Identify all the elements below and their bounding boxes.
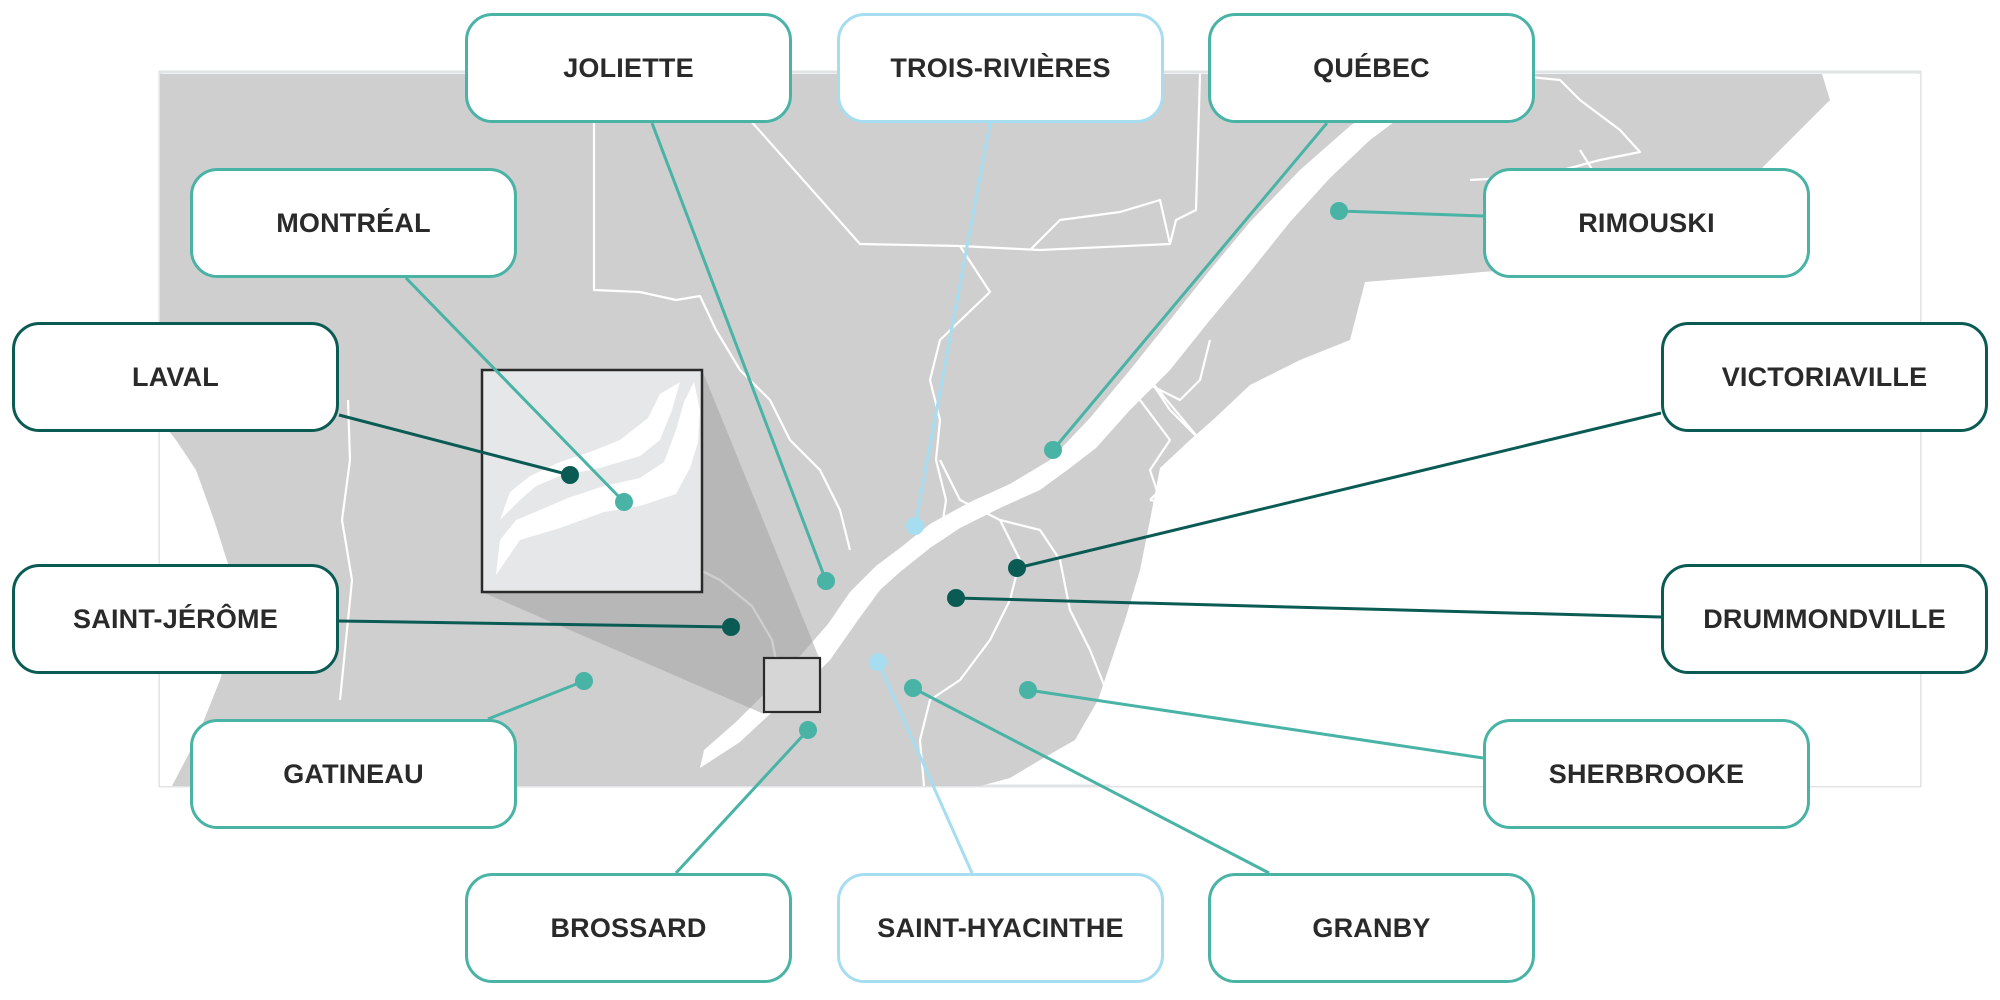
leader-line-granby	[912, 686, 1270, 875]
city-label-montreal[interactable]: MONTRÉAL	[190, 168, 517, 278]
city-label-quebec[interactable]: QUÉBEC	[1208, 13, 1535, 123]
city-marker-gatineau[interactable]	[575, 672, 593, 690]
city-name-rimouski: RIMOUSKI	[1578, 208, 1715, 238]
city-marker-victoriaville[interactable]	[1008, 559, 1026, 577]
leader-line-quebec	[1051, 122, 1329, 451]
city-label-drummondville[interactable]: DRUMMONDVILLE	[1661, 564, 1988, 674]
city-name-brossard: BROSSARD	[550, 913, 706, 943]
city-markers	[561, 202, 1348, 739]
city-label-box-laval	[12, 322, 339, 432]
leader-line-brossard	[674, 728, 810, 875]
city-name-saint-jerome: SAINT-JÉRÔME	[73, 603, 278, 634]
city-label-laval[interactable]: LAVAL	[12, 322, 339, 432]
st-lawrence-river	[700, 80, 1470, 768]
leader-line-drummondville	[955, 596, 1662, 619]
city-label-trois-rivieres[interactable]: TROIS-RIVIÈRES	[837, 13, 1164, 123]
city-name-sherbrooke: SHERBROOKE	[1549, 759, 1745, 789]
city-label-box-granby	[1208, 873, 1535, 983]
city-label-box-trois-rivieres	[837, 13, 1164, 123]
leader-line-rimouski	[1338, 209, 1484, 218]
city-name-trois-rivieres: TROIS-RIVIÈRES	[890, 52, 1110, 83]
city-name-saint-hyacinthe: SAINT-HYACINTHE	[877, 913, 1124, 943]
city-name-montreal: MONTRÉAL	[276, 207, 431, 238]
city-label-sherbrooke[interactable]: SHERBROOKE	[1483, 719, 1810, 829]
city-name-drummondville: DRUMMONDVILLE	[1703, 604, 1946, 634]
city-label-joliette[interactable]: JOLIETTE	[465, 13, 792, 123]
city-marker-rimouski[interactable]	[1330, 202, 1348, 220]
city-label-granby[interactable]: GRANBY	[1208, 873, 1535, 983]
city-label-box-saint-jerome	[12, 564, 339, 674]
city-label-saint-jerome[interactable]: SAINT-JÉRÔME	[12, 564, 339, 674]
city-label-saint-hyacinthe[interactable]: SAINT-HYACINTHE	[837, 873, 1164, 983]
montreal-area-box	[762, 656, 822, 714]
leader-line-victoriaville	[1016, 411, 1662, 570]
leader-line-montreal	[404, 276, 626, 504]
city-name-victoriaville: VICTORIAVILLE	[1722, 362, 1928, 392]
city-marker-sherbrooke[interactable]	[1019, 681, 1037, 699]
city-label-box-montreal	[190, 168, 517, 278]
leader-line-joliette	[650, 122, 828, 582]
city-name-laval: LAVAL	[132, 362, 219, 392]
city-marker-drummondville[interactable]	[947, 589, 965, 607]
city-labels: JOLIETTE TROIS-RIVIÈRES QUÉBEC MONTRÉAL RIMO…	[12, 13, 1988, 983]
leader-line-saint-hyacinthe	[876, 661, 974, 874]
city-label-box-saint-hyacinthe	[837, 873, 1164, 983]
city-name-joliette: JOLIETTE	[563, 53, 694, 83]
montreal-inset-islands	[496, 382, 700, 575]
city-name-granby: GRANBY	[1312, 913, 1430, 943]
city-name-quebec: QUÉBEC	[1313, 52, 1430, 83]
city-label-gatineau[interactable]: GATINEAU	[190, 719, 517, 829]
city-label-brossard[interactable]: BROSSARD	[465, 873, 792, 983]
city-label-box-gatineau	[190, 719, 517, 829]
leader-line-laval	[338, 413, 571, 477]
leader-line-saint-jerome	[338, 619, 732, 629]
city-label-victoriaville[interactable]: VICTORIAVILLE	[1661, 322, 1988, 432]
leader-line-trois-rivieres	[913, 122, 992, 527]
city-marker-montreal[interactable]	[615, 493, 633, 511]
city-marker-saint-hyacinthe[interactable]	[869, 653, 887, 671]
city-marker-laval[interactable]	[561, 466, 579, 484]
leader-line-gatineau	[487, 679, 585, 721]
city-marker-brossard[interactable]	[799, 721, 817, 739]
city-label-box-quebec	[1208, 13, 1535, 123]
city-label-box-joliette	[465, 13, 792, 123]
leader-lines	[338, 122, 1662, 875]
city-marker-trois-rivieres[interactable]	[906, 517, 924, 535]
city-label-box-rimouski	[1483, 168, 1810, 278]
city-marker-saint-jerome[interactable]	[722, 618, 740, 636]
city-marker-granby[interactable]	[904, 679, 922, 697]
city-marker-joliette[interactable]	[817, 572, 835, 590]
city-label-box-victoriaville	[1661, 322, 1988, 432]
city-label-box-brossard	[465, 873, 792, 983]
city-name-gatineau: GATINEAU	[283, 759, 424, 789]
city-marker-quebec[interactable]	[1044, 441, 1062, 459]
city-label-rimouski[interactable]: RIMOUSKI	[1483, 168, 1810, 278]
leader-line-sherbrooke	[1027, 688, 1484, 760]
city-label-box-sherbrooke	[1483, 719, 1810, 829]
city-label-box-drummondville	[1661, 564, 1988, 674]
